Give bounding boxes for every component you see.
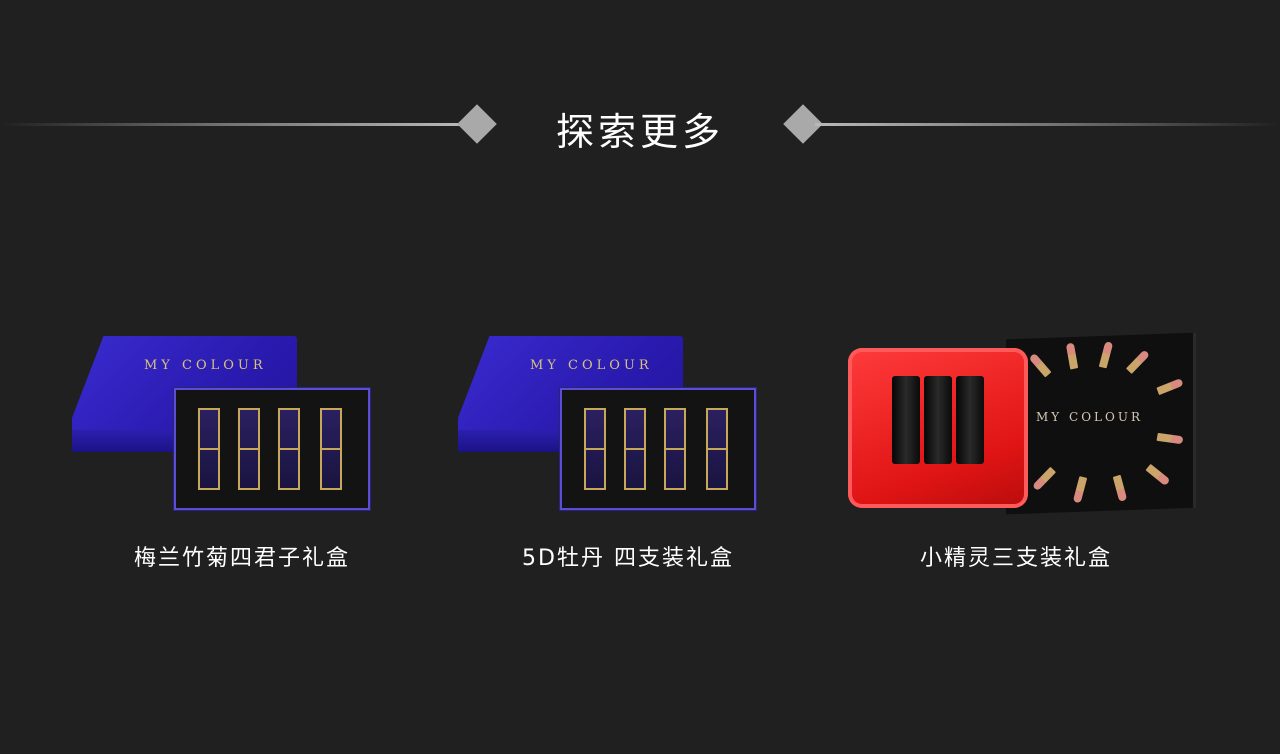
display-tray: [174, 388, 370, 510]
product-card-little-spirit[interactable]: MY COLOUR 小精灵三支装礼盒: [846, 330, 1196, 580]
mini-lipstick: [1065, 342, 1079, 370]
header-divider-left: [0, 123, 465, 126]
mini-lipstick: [1072, 476, 1088, 504]
red-lipstick-case: [848, 348, 1028, 508]
product-image[interactable]: MY COLOUR: [458, 330, 798, 515]
lipstick-tube: [892, 376, 920, 464]
box-brand-text: MY COLOUR: [530, 358, 653, 373]
lipstick-tube: [956, 376, 984, 464]
box-brand-text: MY COLOUR: [1036, 410, 1143, 424]
lipstick-tube: [278, 408, 300, 490]
header-divider-right: [815, 123, 1280, 126]
product-card-peony[interactable]: MY COLOUR 5D牡丹 四支装礼盒: [458, 330, 798, 580]
display-tray: [560, 388, 756, 510]
box-brand-text: MY COLOUR: [144, 358, 267, 373]
product-card-plum-orchid[interactable]: MY COLOUR 梅兰竹菊四君子礼盒: [72, 330, 412, 580]
lipstick-tube: [924, 376, 952, 464]
lipstick-tube: [198, 408, 220, 490]
mini-lipstick: [1156, 378, 1184, 396]
mini-lipstick: [1125, 349, 1151, 374]
product-caption[interactable]: 小精灵三支装礼盒: [919, 546, 1112, 571]
section-header: 探索更多: [0, 95, 1280, 155]
product-image[interactable]: MY COLOUR: [846, 330, 1196, 515]
section-title: 探索更多: [555, 110, 724, 154]
lipstick-tube: [320, 408, 342, 490]
mini-lipstick: [1156, 432, 1184, 445]
mini-lipstick: [1112, 474, 1128, 502]
lipstick-tube: [624, 408, 646, 490]
mini-lipstick: [1145, 463, 1171, 487]
mini-lipstick: [1098, 341, 1114, 369]
lipstick-tube: [706, 408, 728, 490]
mini-lipstick: [1031, 466, 1057, 492]
product-image[interactable]: MY COLOUR: [72, 330, 412, 515]
lipstick-tube: [238, 408, 260, 490]
mini-lipstick: [1028, 352, 1052, 378]
lipstick-tube: [664, 408, 686, 490]
product-caption[interactable]: 梅兰竹菊四君子礼盒: [133, 546, 350, 571]
product-caption[interactable]: 5D牡丹 四支装礼盒: [522, 546, 734, 571]
lipstick-tube: [584, 408, 606, 490]
